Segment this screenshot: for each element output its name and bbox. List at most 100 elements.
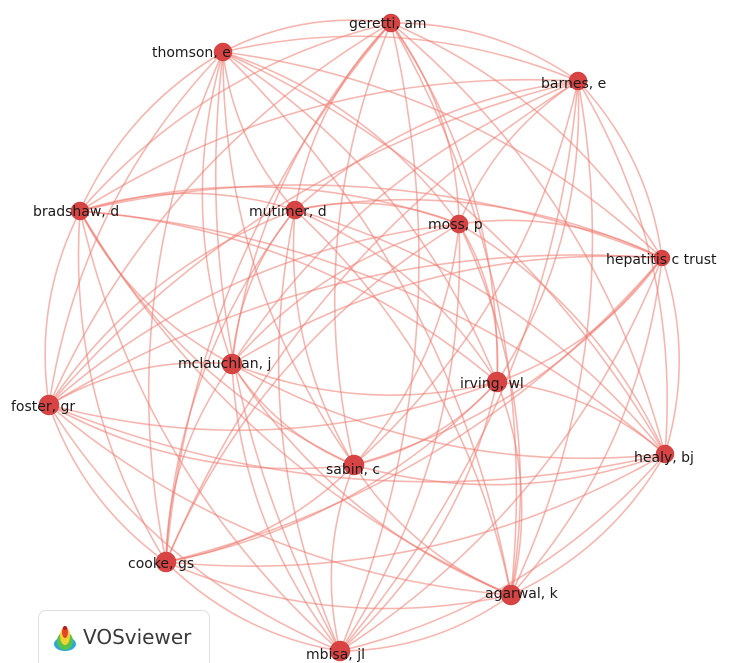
edge-healy-sabin [353, 453, 666, 486]
edge-foster-sabin [48, 404, 355, 470]
edge-barnes-agarwal [510, 80, 594, 596]
edge-geretti-healy [390, 22, 666, 455]
node-cooke[interactable] [155, 551, 177, 573]
edge-moss-foster [48, 223, 460, 406]
edge-irving-mbisa [339, 381, 498, 652]
edge-barnes-hepatitis [577, 80, 663, 259]
edge-barnes-sabin [353, 80, 579, 466]
edge-mutimer-sabin [292, 209, 355, 466]
node-label-agarwal[interactable]: agarwal, k [485, 586, 559, 602]
edge-thomson-mutimer [222, 51, 296, 211]
node-mbisa[interactable] [329, 640, 351, 662]
edge-healy-mbisa [339, 453, 666, 652]
edge-geretti-hepatitis [390, 22, 663, 259]
node-label-irving[interactable]: irving, wl [460, 376, 524, 392]
edge-moss-mbisa [339, 223, 461, 652]
node-thomson[interactable] [213, 42, 233, 62]
edge-foster-mbisa [48, 404, 341, 652]
node-label-mclauchlan[interactable]: mclauchlan, j [178, 356, 271, 372]
edge-geretti-foster [48, 22, 392, 406]
node-bradshaw[interactable] [70, 201, 90, 221]
edge-foster-agarwal [48, 404, 512, 596]
node-moss[interactable] [449, 214, 469, 234]
node-mclauchlan[interactable] [221, 353, 243, 375]
node-label-moss[interactable]: moss, p [428, 217, 483, 233]
edge-mclauchlan-agarwal [231, 363, 512, 596]
edge-thomson-barnes [222, 35, 579, 82]
edge-agarwal-mbisa [339, 594, 512, 652]
edge-thomson-agarwal [222, 51, 512, 596]
edge-bradshaw-foster [44, 210, 81, 406]
edge-mclauchlan-cooke [165, 363, 233, 563]
edge-sabin-agarwal [353, 464, 512, 596]
edge-barnes-mutimer [294, 80, 579, 211]
labels-layer: geretti, am thomson, e barnes, e bradshaw, … [11, 16, 717, 663]
edge-thomson-mclauchlan [201, 51, 233, 365]
edge-geretti-cooke [165, 22, 392, 563]
edge-thomson-hepatitis [222, 51, 663, 259]
node-irving[interactable] [486, 371, 508, 393]
edge-bradshaw-mbisa [79, 210, 341, 652]
node-label-foster[interactable]: foster, gr [11, 399, 75, 415]
edge-mclauchlan-irving [231, 363, 498, 396]
edge-thomson-irving [222, 51, 498, 383]
edge-bradshaw-irving [79, 210, 498, 383]
node-label-mbisa[interactable]: mbisa, jl [306, 647, 365, 663]
node-label-hepatitis[interactable]: hepatitis c trust [606, 252, 717, 268]
edge-cooke-mbisa [165, 561, 341, 652]
edge-geretti-sabin [333, 22, 392, 466]
vosviewer-logo-text: VOSviewer [83, 625, 192, 649]
edge-irving-healy [496, 381, 666, 455]
edge-barnes-bradshaw [79, 78, 579, 212]
node-label-geretti[interactable]: geretti, am [349, 16, 427, 32]
node-label-healy[interactable]: healy, bj [634, 450, 694, 466]
edge-moss-irving [458, 223, 499, 383]
edge-geretti-thomson [222, 19, 392, 53]
node-barnes[interactable] [568, 71, 588, 91]
edge-cooke-agarwal [165, 561, 512, 610]
node-sabin[interactable] [343, 454, 365, 476]
edge-foster-cooke [48, 404, 167, 563]
node-mutimer[interactable] [285, 200, 305, 220]
edge-hepatitis-healy [661, 257, 681, 455]
edge-hepatitis-agarwal [510, 257, 663, 596]
node-foster[interactable] [38, 394, 60, 416]
node-label-thomson[interactable]: thomson, e [152, 45, 231, 61]
edge-barnes-foster [48, 80, 579, 406]
edge-moss-sabin [353, 223, 460, 466]
edge-mutimer-agarwal [294, 209, 512, 596]
edge-bradshaw-cooke [77, 210, 167, 563]
edge-mclauchlan-mbisa [231, 363, 341, 652]
vosviewer-logo-icon [54, 626, 76, 651]
edge-moss-cooke [165, 223, 460, 563]
edge-healy-cooke [165, 453, 666, 567]
edge-healy-agarwal [510, 453, 666, 596]
edge-irving-foster [48, 381, 498, 432]
edge-bradshaw-agarwal [79, 210, 512, 596]
edge-hepatitis-cooke [165, 257, 663, 563]
edge-geretti-agarwal [390, 22, 518, 596]
node-label-mutimer[interactable]: mutimer, d [249, 204, 327, 220]
edge-thomson-moss [222, 51, 460, 225]
edge-sabin-mbisa [330, 464, 355, 652]
node-label-sabin[interactable]: sabin, c [326, 462, 380, 478]
edge-geretti-barnes [390, 22, 579, 82]
node-label-cooke[interactable]: cooke, gs [128, 556, 194, 572]
edge-mutimer-mbisa [277, 209, 341, 652]
node-label-barnes[interactable]: barnes, e [541, 76, 606, 92]
edge-barnes-mclauchlan [231, 80, 579, 365]
edge-thomson-bradshaw [79, 51, 224, 212]
node-label-bradshaw[interactable]: bradshaw, d [33, 204, 119, 220]
edge-thomson-cooke [147, 51, 224, 563]
node-agarwal[interactable] [500, 584, 522, 606]
edge-moss-hepatitis [458, 219, 663, 259]
edge-thomson-sabin [222, 51, 355, 466]
node-healy[interactable] [655, 444, 675, 464]
edge-geretti-mbisa [339, 22, 420, 652]
node-hepatitis[interactable] [653, 249, 671, 267]
vosviewer-badge[interactable]: VOSviewer [38, 610, 210, 663]
node-geretti[interactable] [381, 13, 401, 33]
edge-mutimer-healy [294, 209, 666, 455]
edge-hepatitis-mclauchlan [231, 255, 663, 365]
